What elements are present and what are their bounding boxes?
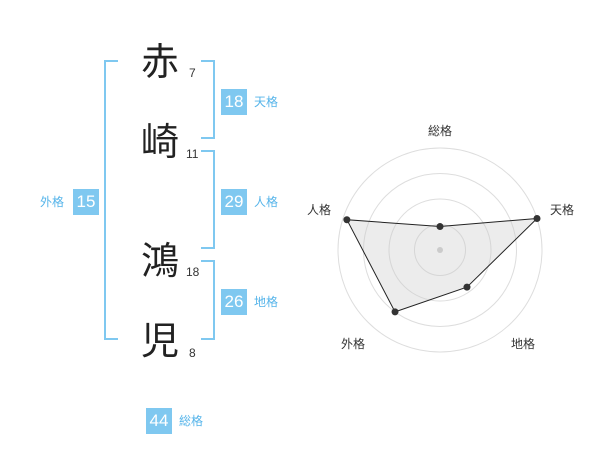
gaikaku-bracket [104, 60, 118, 340]
jinkaku-label: 人格 [254, 195, 279, 209]
radar-point-5 [343, 216, 351, 224]
radar-ring [363, 173, 517, 327]
radar-point-1 [436, 223, 444, 231]
radar-axis-label-gaikaku: 外格 [341, 337, 366, 351]
gaikaku-label: 外格 [40, 195, 65, 209]
radar-ring [388, 198, 492, 302]
radar-point-2 [533, 214, 541, 222]
radar-axis-label-jinkaku: 人格 [307, 203, 332, 217]
gaikaku-badge: 15 [73, 189, 99, 215]
radar-point-4 [391, 308, 399, 316]
soukaku-badge: 44 [146, 408, 172, 434]
chikaku-bracket [201, 260, 215, 340]
radar-center-dot [437, 247, 443, 253]
name-char-4: 児 [141, 319, 180, 363]
name-char-3: 鴻 [141, 239, 180, 283]
chikaku-badge: 26 [221, 289, 247, 315]
jinkaku-bracket [201, 150, 215, 249]
stroke-count-2: 11 [186, 147, 199, 161]
tenkaku-bracket [201, 60, 215, 139]
stroke-count-3: 18 [186, 265, 200, 279]
radar-point-3 [463, 283, 471, 291]
soukaku-label: 総格 [179, 414, 204, 428]
stroke-count-1: 7 [189, 66, 196, 80]
name-char-1: 赤 [141, 40, 180, 84]
stroke-count-4: 8 [189, 346, 196, 360]
jinkaku-badge: 29 [221, 189, 247, 215]
radar-series-area [346, 217, 539, 313]
name-char-2: 崎 [141, 120, 180, 164]
radar-ring [337, 147, 543, 353]
tenkaku-label: 天格 [254, 95, 279, 109]
radar-axis-label-chikaku: 地格 [511, 337, 536, 351]
chikaku-label: 地格 [254, 295, 279, 309]
tenkaku-badge: 18 [221, 89, 247, 115]
radar-axis-label-tenkaku: 天格 [550, 203, 575, 217]
radar-axis-label-soukaku: 総格 [428, 124, 453, 138]
